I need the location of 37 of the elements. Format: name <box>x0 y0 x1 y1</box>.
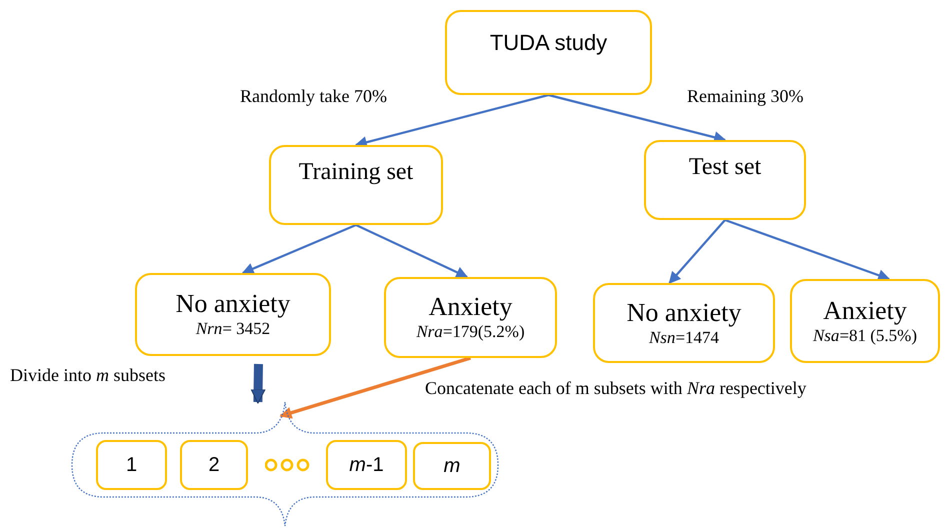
box-title: Anxiety <box>428 292 512 322</box>
process-box <box>445 10 652 95</box>
process-box <box>269 145 443 225</box>
subset-group-outline <box>70 400 500 529</box>
annotation-text: Concatenate each of m subsets with Nra respectively <box>425 378 806 399</box>
box-title: No anxiety <box>176 289 290 320</box>
arrow <box>280 356 472 419</box>
box-count: Nra=179(5.2%) <box>416 322 525 343</box>
box-title: Test set <box>688 154 762 182</box>
arrow <box>668 219 726 284</box>
box-count: Nrn= 3452 <box>196 319 270 340</box>
annotation-text: Remaining 30% <box>687 86 804 107</box>
process-box <box>135 273 331 356</box>
box-title: 2 <box>208 454 220 476</box>
process-box <box>593 283 775 363</box>
annotation-text: Divide into m subsets <box>10 365 166 386</box>
box-title: No anxiety <box>626 298 742 328</box>
process-box <box>384 277 557 358</box>
subset-box <box>413 442 491 490</box>
process-box <box>644 140 806 220</box>
annotation-text: Randomly take 70% <box>240 86 387 107</box>
box-title: TUDA study <box>490 30 608 56</box>
process-box <box>790 279 940 363</box>
subset-box <box>96 440 167 490</box>
box-count: Nsa=81 (5.5%) <box>812 326 918 346</box>
box-title: 1 <box>126 454 138 476</box>
block-arrow <box>250 364 266 404</box>
box-count: Nsn=1474 <box>648 328 720 348</box>
arrow <box>724 218 890 281</box>
arrow <box>242 224 356 274</box>
arrow <box>356 224 468 278</box>
subset-box <box>180 440 248 490</box>
box-title: m-1 <box>349 454 384 476</box>
box-title: Training set <box>298 159 414 187</box>
box-title: Anxiety <box>823 296 907 326</box>
box-title: m <box>444 454 460 478</box>
subset-box <box>326 440 407 490</box>
